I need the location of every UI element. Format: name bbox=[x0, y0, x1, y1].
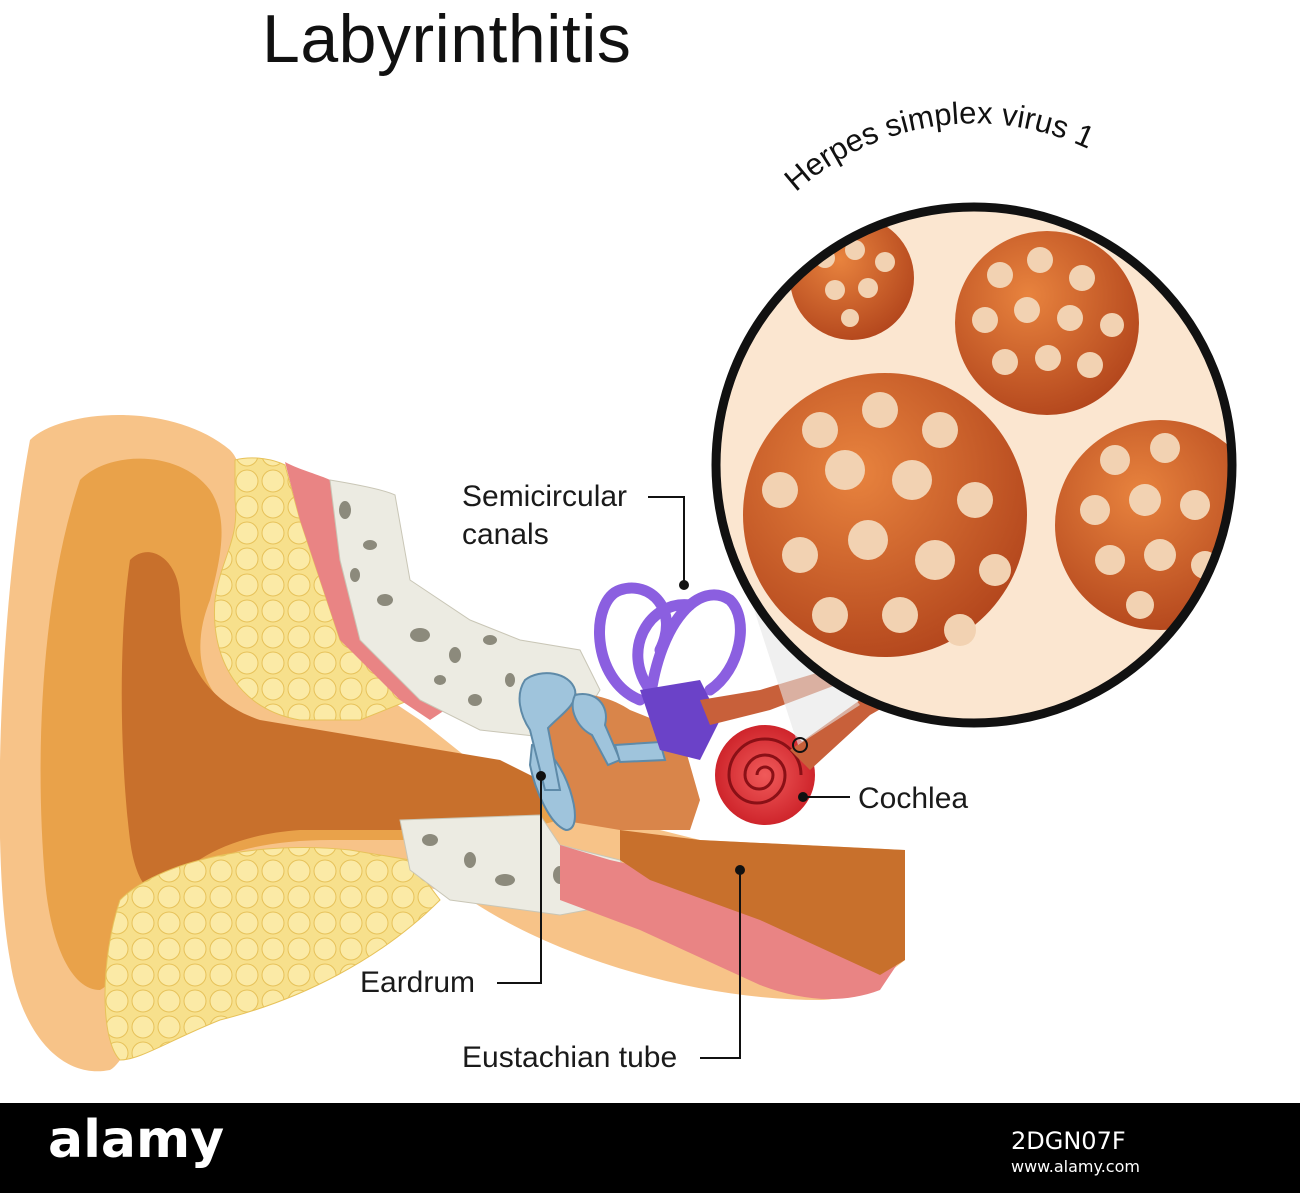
virus-particle bbox=[743, 373, 1027, 657]
leader-lines bbox=[497, 496, 850, 1059]
muscle-lower bbox=[560, 845, 900, 1000]
fat-tissue-lower bbox=[104, 846, 441, 1061]
semicircular-canals bbox=[594, 582, 746, 706]
label-eustachian-tube: Eustachian tube bbox=[462, 1041, 678, 1074]
zoom-origin-marker bbox=[792, 737, 808, 753]
fat-tissue-upper bbox=[213, 457, 411, 721]
bone-pores bbox=[339, 501, 596, 900]
malleus bbox=[518, 672, 577, 791]
incus bbox=[571, 693, 622, 767]
label-eardrum: Eardrum bbox=[360, 966, 476, 999]
label-cochlea: Cochlea bbox=[858, 782, 969, 815]
watermark-brand: alamy bbox=[48, 1110, 225, 1170]
watermark-bar bbox=[0, 1103, 1300, 1193]
stapes bbox=[613, 740, 667, 764]
eustachian-tube bbox=[620, 830, 905, 975]
muscle-upper bbox=[285, 462, 460, 720]
ear-canal bbox=[121, 552, 540, 893]
page-title: Labyrinthitis bbox=[262, 1, 632, 77]
watermark-image-code: 2DGN07F bbox=[1011, 1127, 1126, 1155]
magnifier-lens bbox=[711, 202, 1237, 728]
label-semicircular-line1: Semicircular bbox=[462, 480, 628, 513]
label-semicircular-line2: canals bbox=[462, 518, 549, 551]
magnifier-caption: Herpes simplex virus 1 bbox=[778, 95, 1100, 198]
watermark-site: www.alamy.com bbox=[1011, 1157, 1140, 1176]
virus-particle bbox=[955, 231, 1139, 415]
